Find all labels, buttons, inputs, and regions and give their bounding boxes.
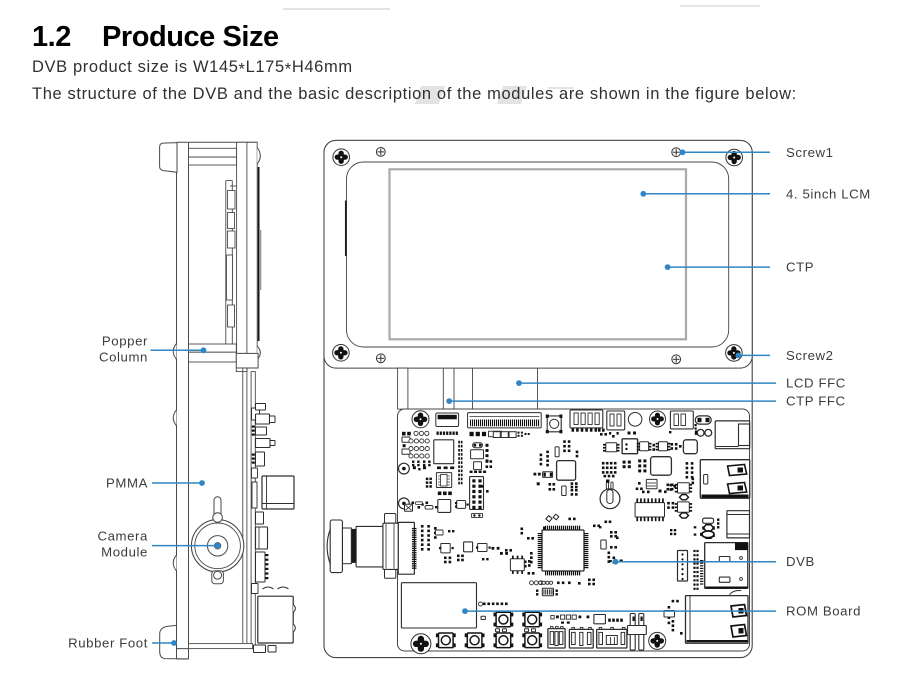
svg-text:DVB: DVB: [786, 554, 815, 569]
svg-text:Rubber Foot: Rubber Foot: [68, 636, 148, 651]
svg-text:ROM Board: ROM Board: [786, 604, 861, 619]
svg-text:Screw2: Screw2: [786, 348, 834, 363]
svg-text:PMMA: PMMA: [106, 476, 148, 491]
svg-text:Module: Module: [101, 545, 148, 560]
svg-text:Screw1: Screw1: [786, 145, 834, 160]
svg-text:CTP FFC: CTP FFC: [786, 394, 846, 409]
svg-text:Popper: Popper: [102, 333, 148, 348]
svg-text:LCD FFC: LCD FFC: [786, 376, 846, 391]
svg-text:4. 5inch LCM: 4. 5inch LCM: [786, 186, 871, 201]
svg-text:Column: Column: [99, 349, 148, 364]
svg-text:CTP: CTP: [786, 260, 814, 275]
svg-text:Camera: Camera: [97, 529, 148, 544]
